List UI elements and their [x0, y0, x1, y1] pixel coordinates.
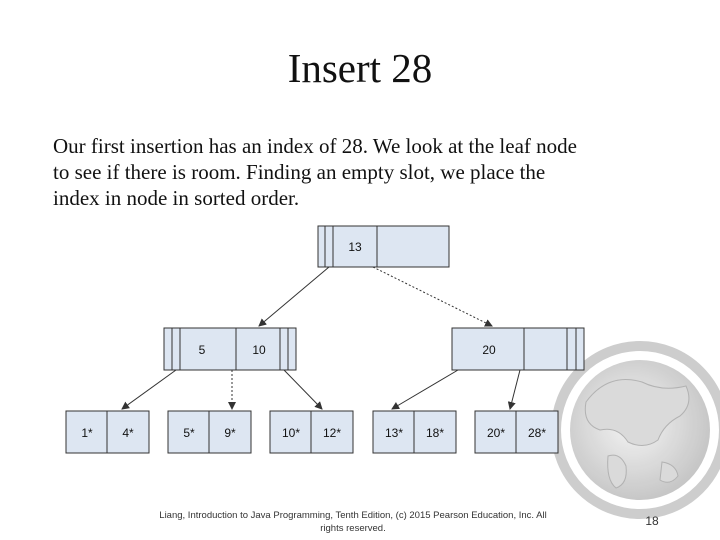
internal-key: 10 — [252, 343, 266, 357]
body-line: to see if there is room. Finding an empt… — [53, 160, 546, 184]
leaf-key: 20* — [487, 426, 505, 440]
leaf-node: 1* 4* — [65, 410, 150, 454]
leaf-key: 10* — [282, 426, 300, 440]
leaf-key: 18* — [426, 426, 444, 440]
leaf-key: 5* — [183, 426, 195, 440]
leaf-key: 28* — [528, 426, 546, 440]
slide-title: Insert 28 — [287, 45, 433, 91]
internal-node-left: 5 10 — [163, 327, 297, 371]
body-text: Our first insertion has an index of 28. … — [53, 133, 683, 211]
footer-line: rights reserved. — [320, 523, 386, 534]
internal-key: 5 — [199, 343, 206, 357]
leaf-key: 4* — [122, 426, 134, 440]
leaf-key: 1* — [81, 426, 93, 440]
page-number: 18 — [645, 514, 659, 528]
leaf-key: 13* — [385, 426, 403, 440]
tree-pointers — [121, 266, 521, 410]
footer-copyright: Liang, Introduction to Java Programming,… — [140, 509, 566, 535]
internal-key: 20 — [482, 343, 496, 357]
root-node: 13 — [317, 225, 450, 268]
leaf-node: 10* 12* — [269, 410, 354, 454]
globe-logo-icon — [551, 341, 720, 519]
leaf-key: 9* — [224, 426, 236, 440]
leaf-node: 20* 28* — [474, 410, 559, 454]
leaf-node: 13* 18* — [372, 410, 457, 454]
body-line: Our first insertion has an index of 28. … — [53, 134, 577, 158]
leaf-node: 5* 9* — [167, 410, 252, 454]
footer-line: Liang, Introduction to Java Programming,… — [159, 510, 547, 521]
internal-node-right: 20 — [451, 327, 585, 371]
root-key: 13 — [348, 240, 362, 254]
leaf-key: 12* — [323, 426, 341, 440]
body-line: index in node in sorted order. — [53, 186, 300, 210]
